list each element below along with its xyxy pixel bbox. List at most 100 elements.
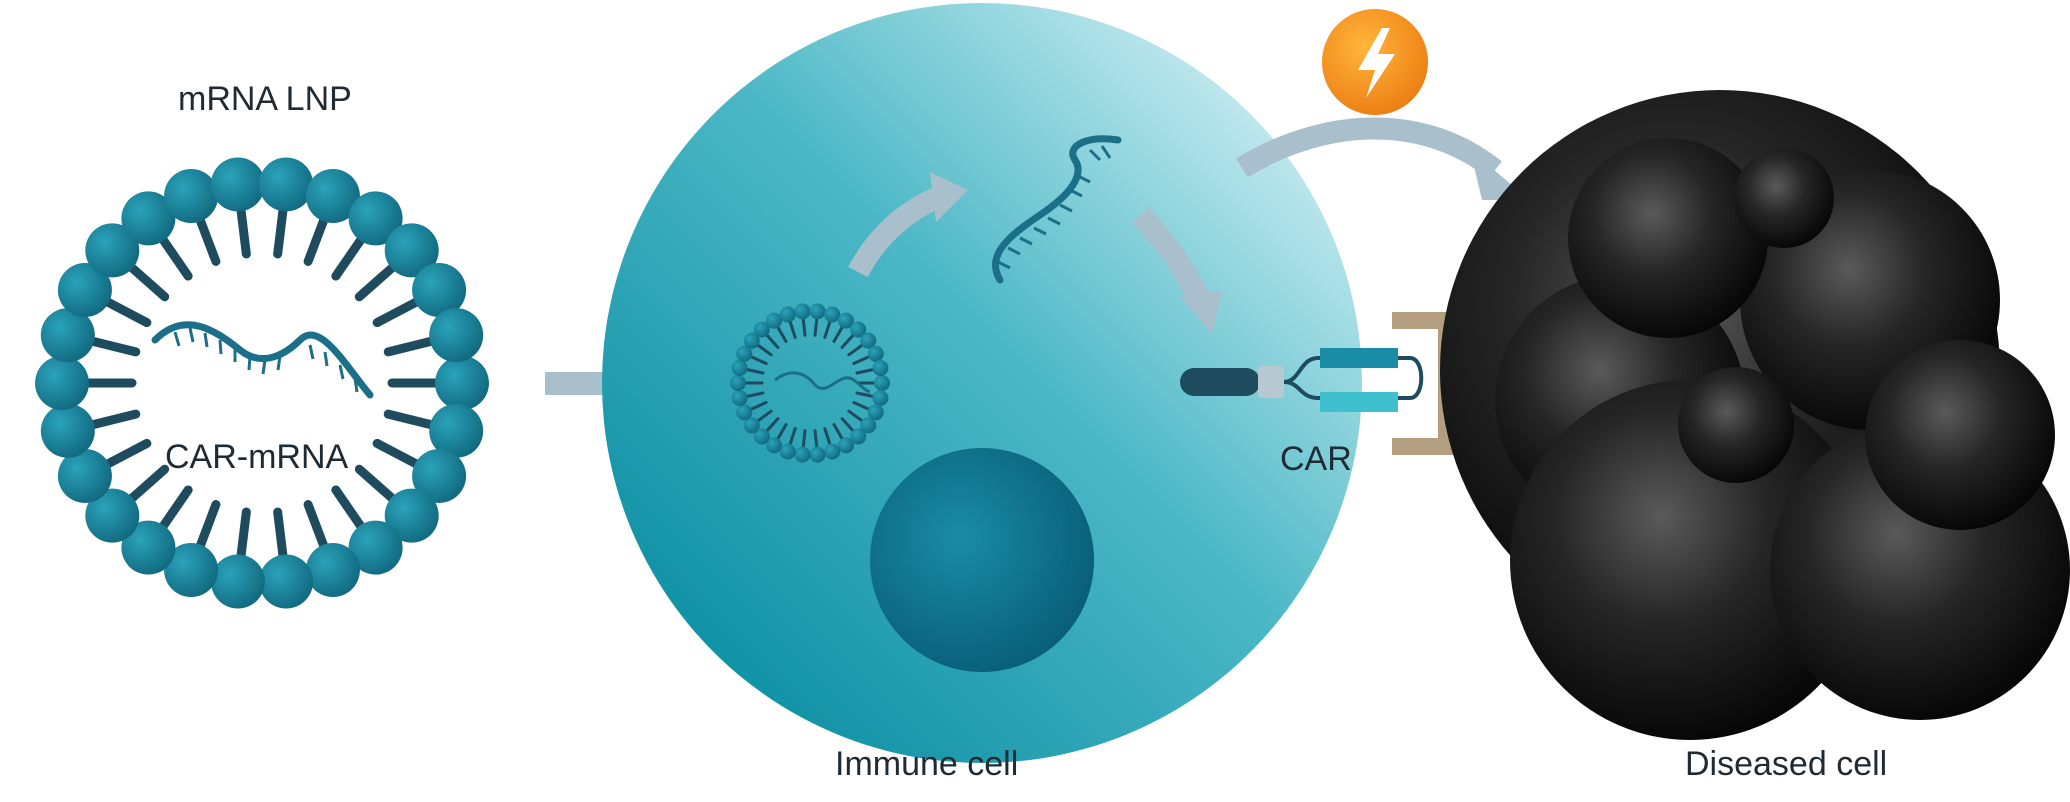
lipid-head xyxy=(753,321,770,338)
lipid-head xyxy=(35,356,89,410)
lipid-head xyxy=(259,554,314,609)
immune-cell xyxy=(602,3,1362,763)
activation-arrow xyxy=(1236,117,1502,179)
lipid-head xyxy=(766,312,782,329)
diseased-cell-label: Diseased cell xyxy=(1685,745,1887,783)
lipid-head xyxy=(57,448,112,503)
lipid-tail xyxy=(813,429,819,452)
lipid-head xyxy=(824,306,841,323)
lipid-head xyxy=(809,303,826,320)
lipid-tail xyxy=(763,331,780,349)
lipid-head xyxy=(872,389,889,406)
tumor-blob xyxy=(1865,340,2055,530)
lipid-head xyxy=(121,191,176,246)
lipid-head xyxy=(838,312,854,329)
lipid-head xyxy=(809,446,826,463)
lipid-head xyxy=(57,263,112,318)
lipid-head xyxy=(85,223,140,278)
lipid-head xyxy=(305,168,360,223)
tumor-blob xyxy=(1678,367,1794,483)
car-mrna-strand xyxy=(151,321,374,399)
lipid-tail xyxy=(813,314,819,337)
lipid-head xyxy=(874,375,890,391)
lipid-head xyxy=(40,308,95,363)
lipid-head xyxy=(860,332,877,349)
lipid-head xyxy=(850,428,867,445)
released-mrna-rungs xyxy=(997,145,1112,270)
lipid-head xyxy=(210,157,265,212)
lipid-head xyxy=(867,345,884,362)
lipid-tail xyxy=(840,417,857,435)
lipid-head xyxy=(259,157,314,212)
tumor-blob xyxy=(1510,380,1870,740)
lipid-head xyxy=(794,446,811,463)
tumor-blob xyxy=(1734,148,1834,248)
lipid-head xyxy=(850,321,867,338)
lnp-title: mRNA LNP xyxy=(178,80,352,118)
lipid-head xyxy=(736,404,753,421)
lipid-head xyxy=(429,403,484,458)
lnp-cargo-label: CAR-mRNA xyxy=(165,438,349,476)
car-label: CAR xyxy=(1280,440,1352,478)
car-scfv-light xyxy=(1320,392,1398,412)
translation-arrowhead xyxy=(1180,290,1222,335)
lipid-head xyxy=(121,520,176,575)
lipid-head xyxy=(348,191,403,246)
mini-mrna-strand xyxy=(774,371,871,394)
lipid-head xyxy=(164,543,219,598)
car-mrna-rungs xyxy=(173,327,359,393)
lipid-head xyxy=(435,356,489,410)
lipid-head xyxy=(867,404,884,421)
lipid-head xyxy=(412,448,467,503)
lipid-head xyxy=(730,375,746,391)
nucleus xyxy=(870,448,1094,672)
lipid-tail xyxy=(840,331,857,349)
lipid-head xyxy=(731,360,748,377)
lipid-head xyxy=(210,554,265,609)
diseased-cell xyxy=(1440,90,2070,740)
tumor-blob xyxy=(1568,138,1768,338)
lipid-tail xyxy=(855,391,878,399)
internalized-lnp xyxy=(730,303,890,463)
lipid-head xyxy=(305,543,360,598)
car-scfv-heavy xyxy=(1320,348,1398,368)
lipid-tail xyxy=(801,429,807,452)
lipid-head xyxy=(384,488,439,543)
lipid-tail xyxy=(742,391,765,399)
lipid-head xyxy=(164,168,219,223)
lipid-head xyxy=(794,303,811,320)
released-mrna-strand xyxy=(992,135,1122,284)
lipid-tail xyxy=(763,417,780,435)
car-receptor: CAR xyxy=(1280,348,1424,478)
lipid-head xyxy=(779,443,796,460)
release-arrowhead xyxy=(930,172,968,222)
lipid-head xyxy=(743,332,760,349)
lipid-head xyxy=(736,345,753,362)
lipid-bilayer xyxy=(35,157,489,609)
immune-cell-body xyxy=(602,3,1362,763)
lipid-head xyxy=(860,417,877,434)
mrna-lnp: mRNA LNP CAR-mRNA xyxy=(35,80,489,609)
lipid-tail xyxy=(742,367,765,375)
lipid-head xyxy=(348,520,403,575)
lipid-head xyxy=(384,223,439,278)
car-hinge xyxy=(1258,366,1284,398)
lipid-tail xyxy=(801,314,807,337)
lipid-head xyxy=(824,443,841,460)
lipid-head xyxy=(429,308,484,363)
lightning-bolt-icon xyxy=(1322,9,1428,115)
lipid-head xyxy=(743,417,760,434)
lipid-head xyxy=(40,403,95,458)
car-linker xyxy=(1283,356,1424,400)
lipid-head xyxy=(412,263,467,318)
lipid-head xyxy=(753,428,770,445)
lipid-head xyxy=(766,437,782,454)
lipid-head xyxy=(85,488,140,543)
translation-arrow xyxy=(1132,207,1210,305)
lipid-tail xyxy=(855,367,878,375)
lipid-head xyxy=(872,360,889,377)
immune-cell-label: Immune cell xyxy=(835,745,1018,783)
car-transmembrane-domain xyxy=(1180,368,1260,396)
lipid-head xyxy=(838,437,854,454)
